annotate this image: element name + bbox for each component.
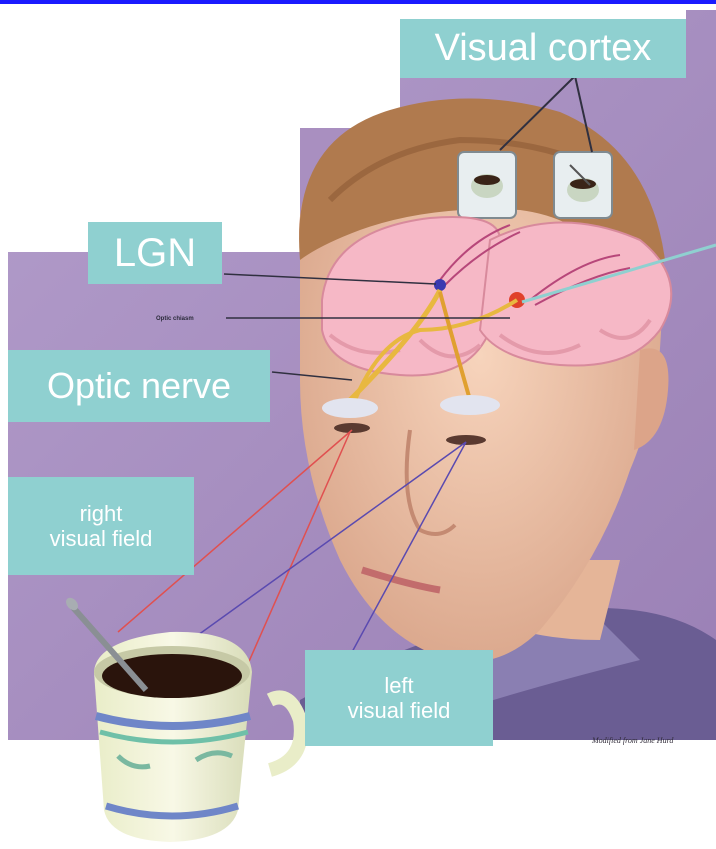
right-visual-field-line-1: right: [50, 501, 153, 526]
optic-nerve-label: Optic nerve: [8, 350, 270, 422]
left-visual-field-line-1: left: [348, 673, 451, 698]
brain-right-hemisphere: [480, 223, 671, 366]
optic-chiasm-label: Optic chiasm: [156, 316, 194, 322]
visual-cortex-label: Visual cortex: [400, 19, 686, 78]
cortex-coffee-right: [570, 179, 596, 189]
lgn-nucleus-left: [434, 279, 446, 291]
eye-left: [334, 423, 370, 433]
lgn-label: LGN: [88, 222, 222, 284]
right-visual-field-line-2: visual field: [50, 526, 153, 551]
eye-left-eyelid: [322, 398, 378, 418]
eye-right-eyelid: [440, 395, 500, 415]
left-visual-field-label: left visual field: [305, 650, 493, 746]
left-visual-field-line-2: visual field: [348, 698, 451, 723]
image-credit: Modified from Jane Hurd: [592, 736, 673, 745]
right-visual-field-label: right visual field: [8, 477, 194, 575]
cortex-coffee-left: [474, 175, 500, 185]
